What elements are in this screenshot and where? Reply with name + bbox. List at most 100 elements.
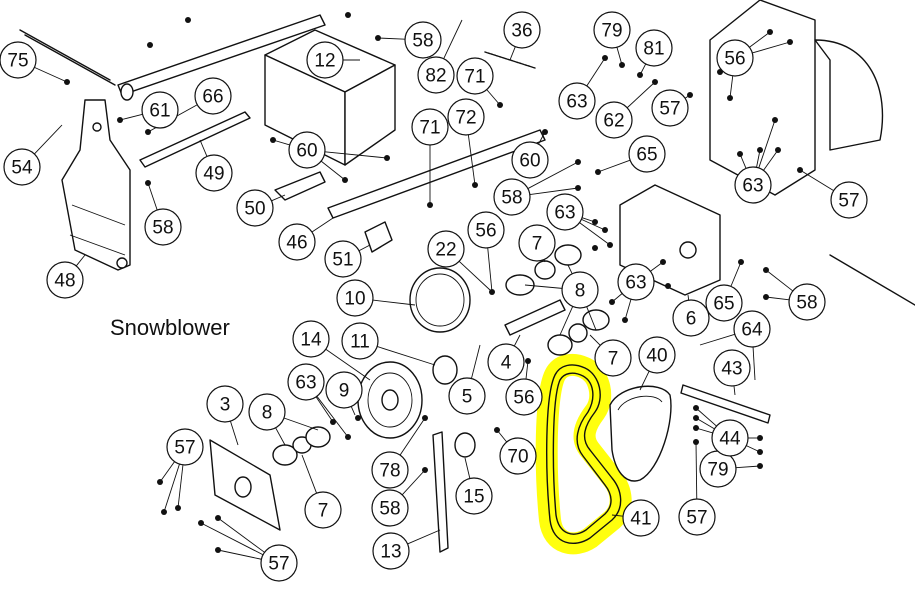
callout-circle: [546, 193, 584, 231]
leader-line-44: [695, 417, 715, 430]
callout-41: 41: [622, 499, 660, 537]
callout-circle: [830, 181, 868, 219]
belt-highlight: [535, 353, 632, 555]
leader-line-72: [467, 134, 476, 186]
callout-circle: [672, 299, 710, 337]
callout-number: 49: [203, 164, 224, 185]
callout-circle: [713, 349, 751, 387]
leader-line-36: [509, 46, 516, 61]
leader-line-44: [695, 427, 713, 434]
plate-3: [209, 439, 281, 531]
leader-line-8: [275, 427, 286, 446]
callout-51: 51: [324, 240, 362, 278]
callout-circle: [651, 89, 689, 127]
bearing-8-lower: [272, 426, 331, 466]
callout-circle: [3, 148, 41, 186]
callout-6: 6: [672, 299, 710, 337]
callout-circle: [505, 378, 543, 416]
gear-11: [432, 355, 458, 385]
pulley-40: [609, 385, 672, 482]
callout-number: 61: [149, 101, 170, 122]
leader-line-9: [350, 406, 356, 416]
leader-line-60: [324, 151, 388, 159]
callout-circle: [411, 108, 449, 146]
callout-number: 78: [379, 461, 400, 482]
leader-line-8: [524, 284, 563, 289]
leader-line-57: [684, 94, 691, 99]
leader-line-57: [177, 464, 184, 509]
callout-15: 15: [455, 477, 493, 515]
callout-circle: [194, 77, 232, 115]
callout-40: 40: [638, 336, 676, 374]
callout-82: 82: [417, 56, 455, 94]
callout-75: 75: [0, 41, 37, 79]
leader-line-63: [763, 149, 779, 171]
callout-71: 71: [411, 108, 449, 146]
callout-10: 10: [336, 279, 374, 317]
callout-70: 70: [499, 437, 537, 475]
callout-11: 11: [341, 322, 379, 360]
callout-57: 57: [651, 89, 689, 127]
leader-line-62: [626, 81, 656, 109]
callout-number: 62: [603, 111, 624, 132]
leader-line-60: [320, 160, 346, 181]
leader-line-8: [283, 417, 319, 431]
leader-line-58: [765, 296, 790, 301]
pulley-14: [357, 361, 423, 439]
leader-line-10: [372, 299, 416, 306]
callout-63: 63: [287, 363, 325, 401]
callout-number: 57: [686, 508, 707, 529]
callout-57: 57: [830, 181, 868, 219]
callout-number: 22: [435, 240, 456, 261]
leader-line-49: [199, 139, 208, 157]
callout-4: 4: [487, 343, 525, 381]
callout-7: 7: [518, 224, 556, 262]
callout-number: 43: [721, 359, 742, 380]
callout-circle: [635, 29, 673, 67]
callout-circle: [325, 371, 363, 409]
leader-line-46: [311, 217, 334, 233]
callout-number: 57: [838, 191, 859, 212]
callout-number: 40: [646, 346, 667, 367]
pulley-15: [454, 432, 476, 458]
callout-8: 8: [561, 271, 599, 309]
leader-line-63: [315, 396, 334, 423]
callout-circle: [336, 279, 374, 317]
callout-58: 58: [144, 208, 182, 246]
callout-7: 7: [594, 339, 632, 377]
callout-number: 54: [11, 158, 33, 179]
callout-number: 82: [425, 66, 446, 87]
callout-14: 14: [292, 320, 330, 358]
callout-circle: [144, 208, 182, 246]
leader-line-44: [695, 407, 717, 427]
leader-line-57: [217, 549, 262, 560]
callout-number: 66: [202, 87, 223, 108]
callout-circle: [278, 223, 316, 261]
leader-line-61: [119, 113, 143, 121]
leader-line-82: [443, 19, 463, 59]
callout-number: 7: [532, 234, 543, 255]
leader-line-5: [471, 344, 481, 379]
leader-line-63: [624, 299, 632, 321]
shaft-4: [504, 299, 566, 336]
leader-line-8: [559, 306, 574, 336]
leader-line-22: [458, 260, 491, 291]
leader-line-8: [567, 264, 573, 274]
callout-60: 60: [288, 131, 326, 169]
callout-circle: [734, 166, 772, 204]
callout-circle: [499, 437, 537, 475]
callout-number: 63: [742, 176, 763, 197]
leader-line-63: [579, 222, 611, 246]
callout-number: 63: [295, 373, 316, 394]
callout-61: 61: [141, 91, 179, 129]
leader-line-4: [513, 334, 521, 347]
frame-bar-top: [19, 14, 326, 101]
callout-number: 5: [462, 387, 473, 408]
callout-circle: [292, 320, 330, 358]
callout-circle: [260, 544, 298, 582]
callout-number: 36: [511, 21, 532, 42]
callout-number: 4: [501, 353, 512, 374]
leader-line-44: [746, 445, 761, 453]
callout-79: 79: [593, 11, 631, 49]
belt-41: [546, 364, 622, 545]
